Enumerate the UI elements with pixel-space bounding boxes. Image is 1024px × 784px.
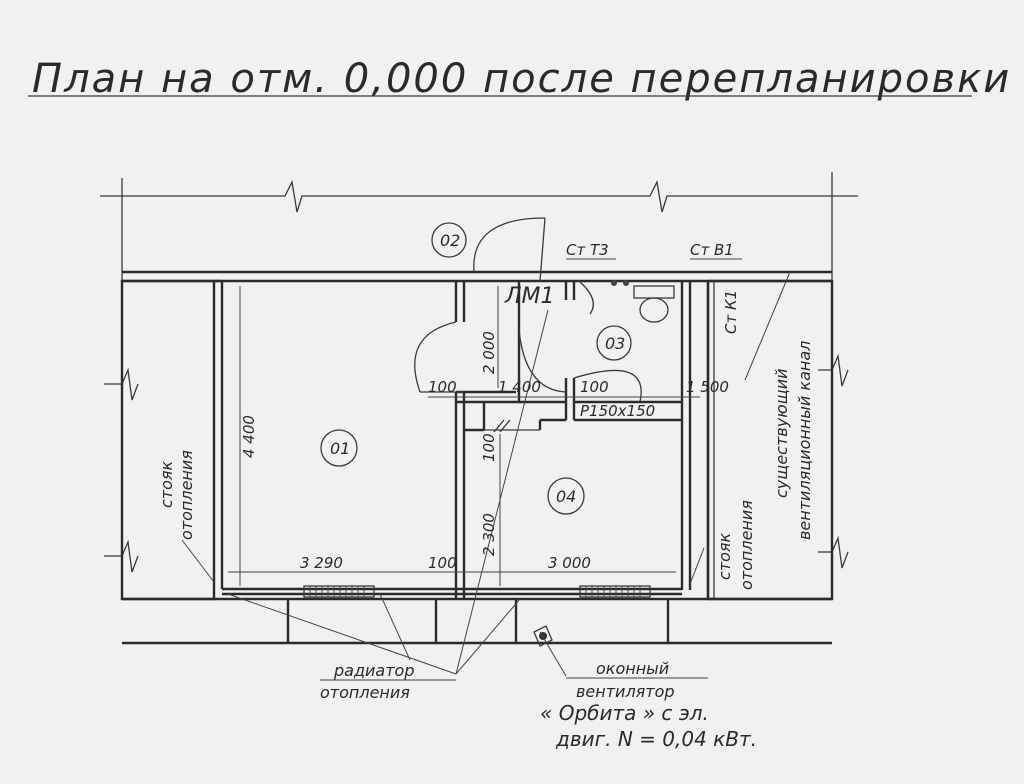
room-03-marker	[596, 325, 632, 361]
radiator-note-2: отопления	[320, 683, 410, 702]
fan-note-1: оконный	[596, 659, 669, 678]
riser-right-label-2: отопления	[737, 500, 756, 590]
vent-grille-size: Р150х150	[580, 402, 655, 420]
dim-100-left: 100	[428, 378, 457, 396]
dim-3290: 3 290	[300, 554, 343, 572]
door-mark: ЛМ1	[504, 284, 555, 309]
dim-100-bottom: 100	[428, 554, 457, 572]
radiator-right-icon	[579, 585, 651, 598]
dim-100-right: 100	[580, 378, 609, 396]
room-02-label: 02	[440, 231, 460, 250]
room-02-marker	[431, 222, 467, 258]
dim-1500: 1 500	[686, 378, 729, 396]
door-swings	[414, 217, 642, 431]
riser-v1-label: Ст В1	[690, 241, 734, 259]
fan-note-4: двиг. N = 0,04 кВт.	[555, 727, 757, 751]
vent-channel-label-2: вентиляционный канал	[795, 341, 814, 540]
room-04-label: 04	[556, 487, 576, 506]
toilet-icon	[633, 285, 675, 323]
riser-right-label-1: стояк	[715, 532, 734, 580]
dim-100-vertical: 100	[480, 433, 498, 462]
dim-2300: 2 300	[480, 513, 498, 556]
riser-k1-label: Ст К1	[722, 290, 740, 334]
riser-left-label-1: стояк	[157, 460, 176, 508]
sink-icon	[579, 280, 629, 315]
dimension-lines	[228, 286, 700, 586]
fan-note-3: « Орбита » с эл.	[540, 701, 709, 725]
bottom-wall	[122, 587, 832, 645]
radiator-note-1: радиатор	[333, 661, 415, 680]
partitions	[454, 281, 692, 598]
vent-channel-label-1: существующий	[772, 368, 791, 498]
room-04-marker	[547, 477, 585, 515]
dim-1400: 1 400	[498, 378, 541, 396]
leader-lines	[181, 271, 791, 677]
left-structure	[120, 279, 224, 601]
riser-left-label-2: отопления	[177, 450, 196, 540]
dim-4400: 4 400	[240, 415, 258, 458]
riser-t3-label: Ст Т3	[566, 241, 609, 259]
dim-2000: 2 000	[480, 331, 498, 374]
plan-title: План на отм. 0,000 после перепланировки	[32, 56, 1011, 102]
room-01-marker	[320, 429, 358, 467]
dim-3000: 3 000	[548, 554, 591, 572]
room-03-label: 03	[605, 334, 625, 353]
fan-note-2: вентилятор	[576, 682, 675, 701]
top-wall	[122, 270, 832, 283]
radiator-left-icon	[303, 585, 375, 598]
room-01-label: 01	[330, 439, 350, 458]
